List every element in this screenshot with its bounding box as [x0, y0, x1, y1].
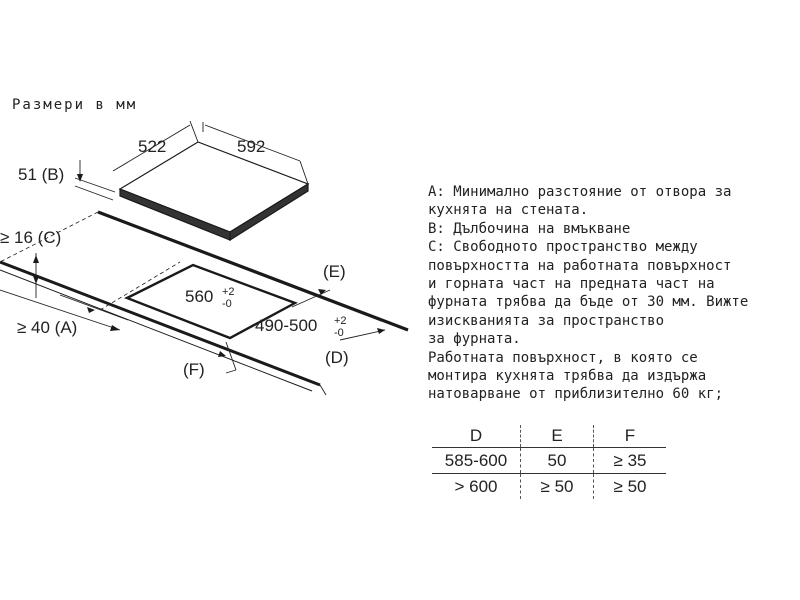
note-line: Работната повърхност, в която се: [428, 349, 698, 366]
cutout-depth-tol-minus: -0: [334, 327, 344, 339]
table-cell: 50: [520, 447, 594, 474]
table-row: > 600 ≥ 50 ≥ 50: [432, 473, 666, 499]
arrowheads: [33, 174, 385, 357]
table-header-cell: F: [593, 425, 666, 448]
note-line: кухнята на стената.: [428, 202, 589, 219]
table-cell: ≥ 50: [520, 473, 594, 499]
table-header-row: D E F: [432, 425, 666, 448]
note-line: изискванията за пространство: [428, 312, 665, 329]
dimensions-caption: Размери в мм: [12, 97, 138, 113]
label-f: (F): [183, 360, 205, 379]
label-a: ≥ 40 (A): [17, 318, 77, 337]
cooktop-dimension-lines: [112, 120, 309, 185]
cooktop: [118, 141, 310, 242]
table-cell: > 600: [454, 476, 498, 496]
dimension-522: 522: [138, 137, 166, 156]
label-e: (E): [323, 262, 346, 281]
diagram-labels: 522 592 51 (B) ≥ 16 (C) ≥ 40 (A) 560 +2 …: [0, 137, 349, 379]
notes-panel: A: Минимално разстояние от отвора за кух…: [428, 183, 790, 404]
table-cell: ≥ 35: [593, 447, 666, 474]
cutout-width-value: 560: [185, 287, 213, 306]
cutout-depth-tol-plus: +2: [334, 315, 347, 327]
cutout: [99, 261, 298, 340]
note-line: B: Дълбочина на вмъкване: [428, 220, 631, 237]
cutout-depth-value: 490-500: [255, 316, 317, 335]
note-line: повърхността на работната повърхност: [428, 257, 732, 274]
note-line: и горната част на предната част на: [428, 276, 715, 293]
note-line: натоварване от приблизително 60 кг;: [428, 386, 724, 403]
table-header-cell: E: [520, 425, 594, 448]
note-line: A: Минимално разстояние от отвора за: [428, 184, 732, 200]
table-row: 585-600 50 ≥ 35: [432, 447, 666, 474]
note-line: монтира кухнята трябва да издържа: [428, 368, 707, 385]
label-d: (D): [325, 348, 349, 367]
label-c: ≥ 16 (C): [0, 228, 61, 247]
countertop: [0, 210, 409, 392]
label-b: 51 (B): [18, 165, 64, 184]
note-line: фурната трябва да бъде от 30 мм. Вижте: [428, 294, 749, 311]
cutout-width-tol-minus: -0: [222, 298, 232, 310]
cutout-width-tol-plus: +2: [222, 286, 235, 298]
dimension-592: 592: [237, 137, 265, 156]
table-header-cell: D: [432, 425, 521, 448]
table-cell: 585-600: [432, 447, 521, 474]
table-cell: ≥ 50: [593, 473, 666, 499]
dimension-helper-lines: [0, 160, 386, 396]
clearance-table: D E F 585-600 50 ≥ 35 > 600 ≥ 50 ≥ 50: [432, 425, 666, 499]
note-line: C: Свободното пространство между: [428, 239, 698, 256]
note-line: за фурната.: [428, 331, 521, 348]
